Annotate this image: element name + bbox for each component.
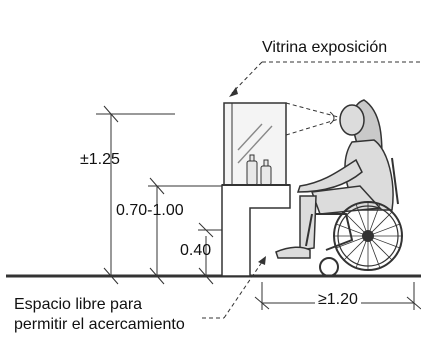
- arrow-head: [258, 256, 266, 265]
- total-height-label: ±1.25: [80, 151, 120, 168]
- counter: [221, 184, 291, 277]
- leader-lines: [202, 61, 420, 319]
- glass-reflection: [237, 125, 273, 164]
- knee-clearance-label: 0.40: [180, 242, 212, 259]
- wheelchair: [305, 157, 403, 277]
- free-space-line-1: Espacio libre para: [14, 296, 143, 313]
- eye-arc: [329, 111, 335, 125]
- display-case-label: Vitrina exposición: [262, 39, 388, 56]
- arrow-head: [229, 87, 238, 97]
- sight-lines: [285, 102, 343, 136]
- approach-depth-label: ≥1.20: [315, 292, 361, 308]
- glass-reflection: [237, 123, 263, 151]
- dimension-lines: [96, 105, 421, 310]
- counter-height-label: 0.70-1.00: [116, 202, 184, 219]
- wheelchair-user: [275, 99, 394, 259]
- free-space-label: Espacio libre para permitir el acercamie…: [14, 295, 185, 335]
- free-space-line-2: permitir el acercamiento: [14, 316, 185, 333]
